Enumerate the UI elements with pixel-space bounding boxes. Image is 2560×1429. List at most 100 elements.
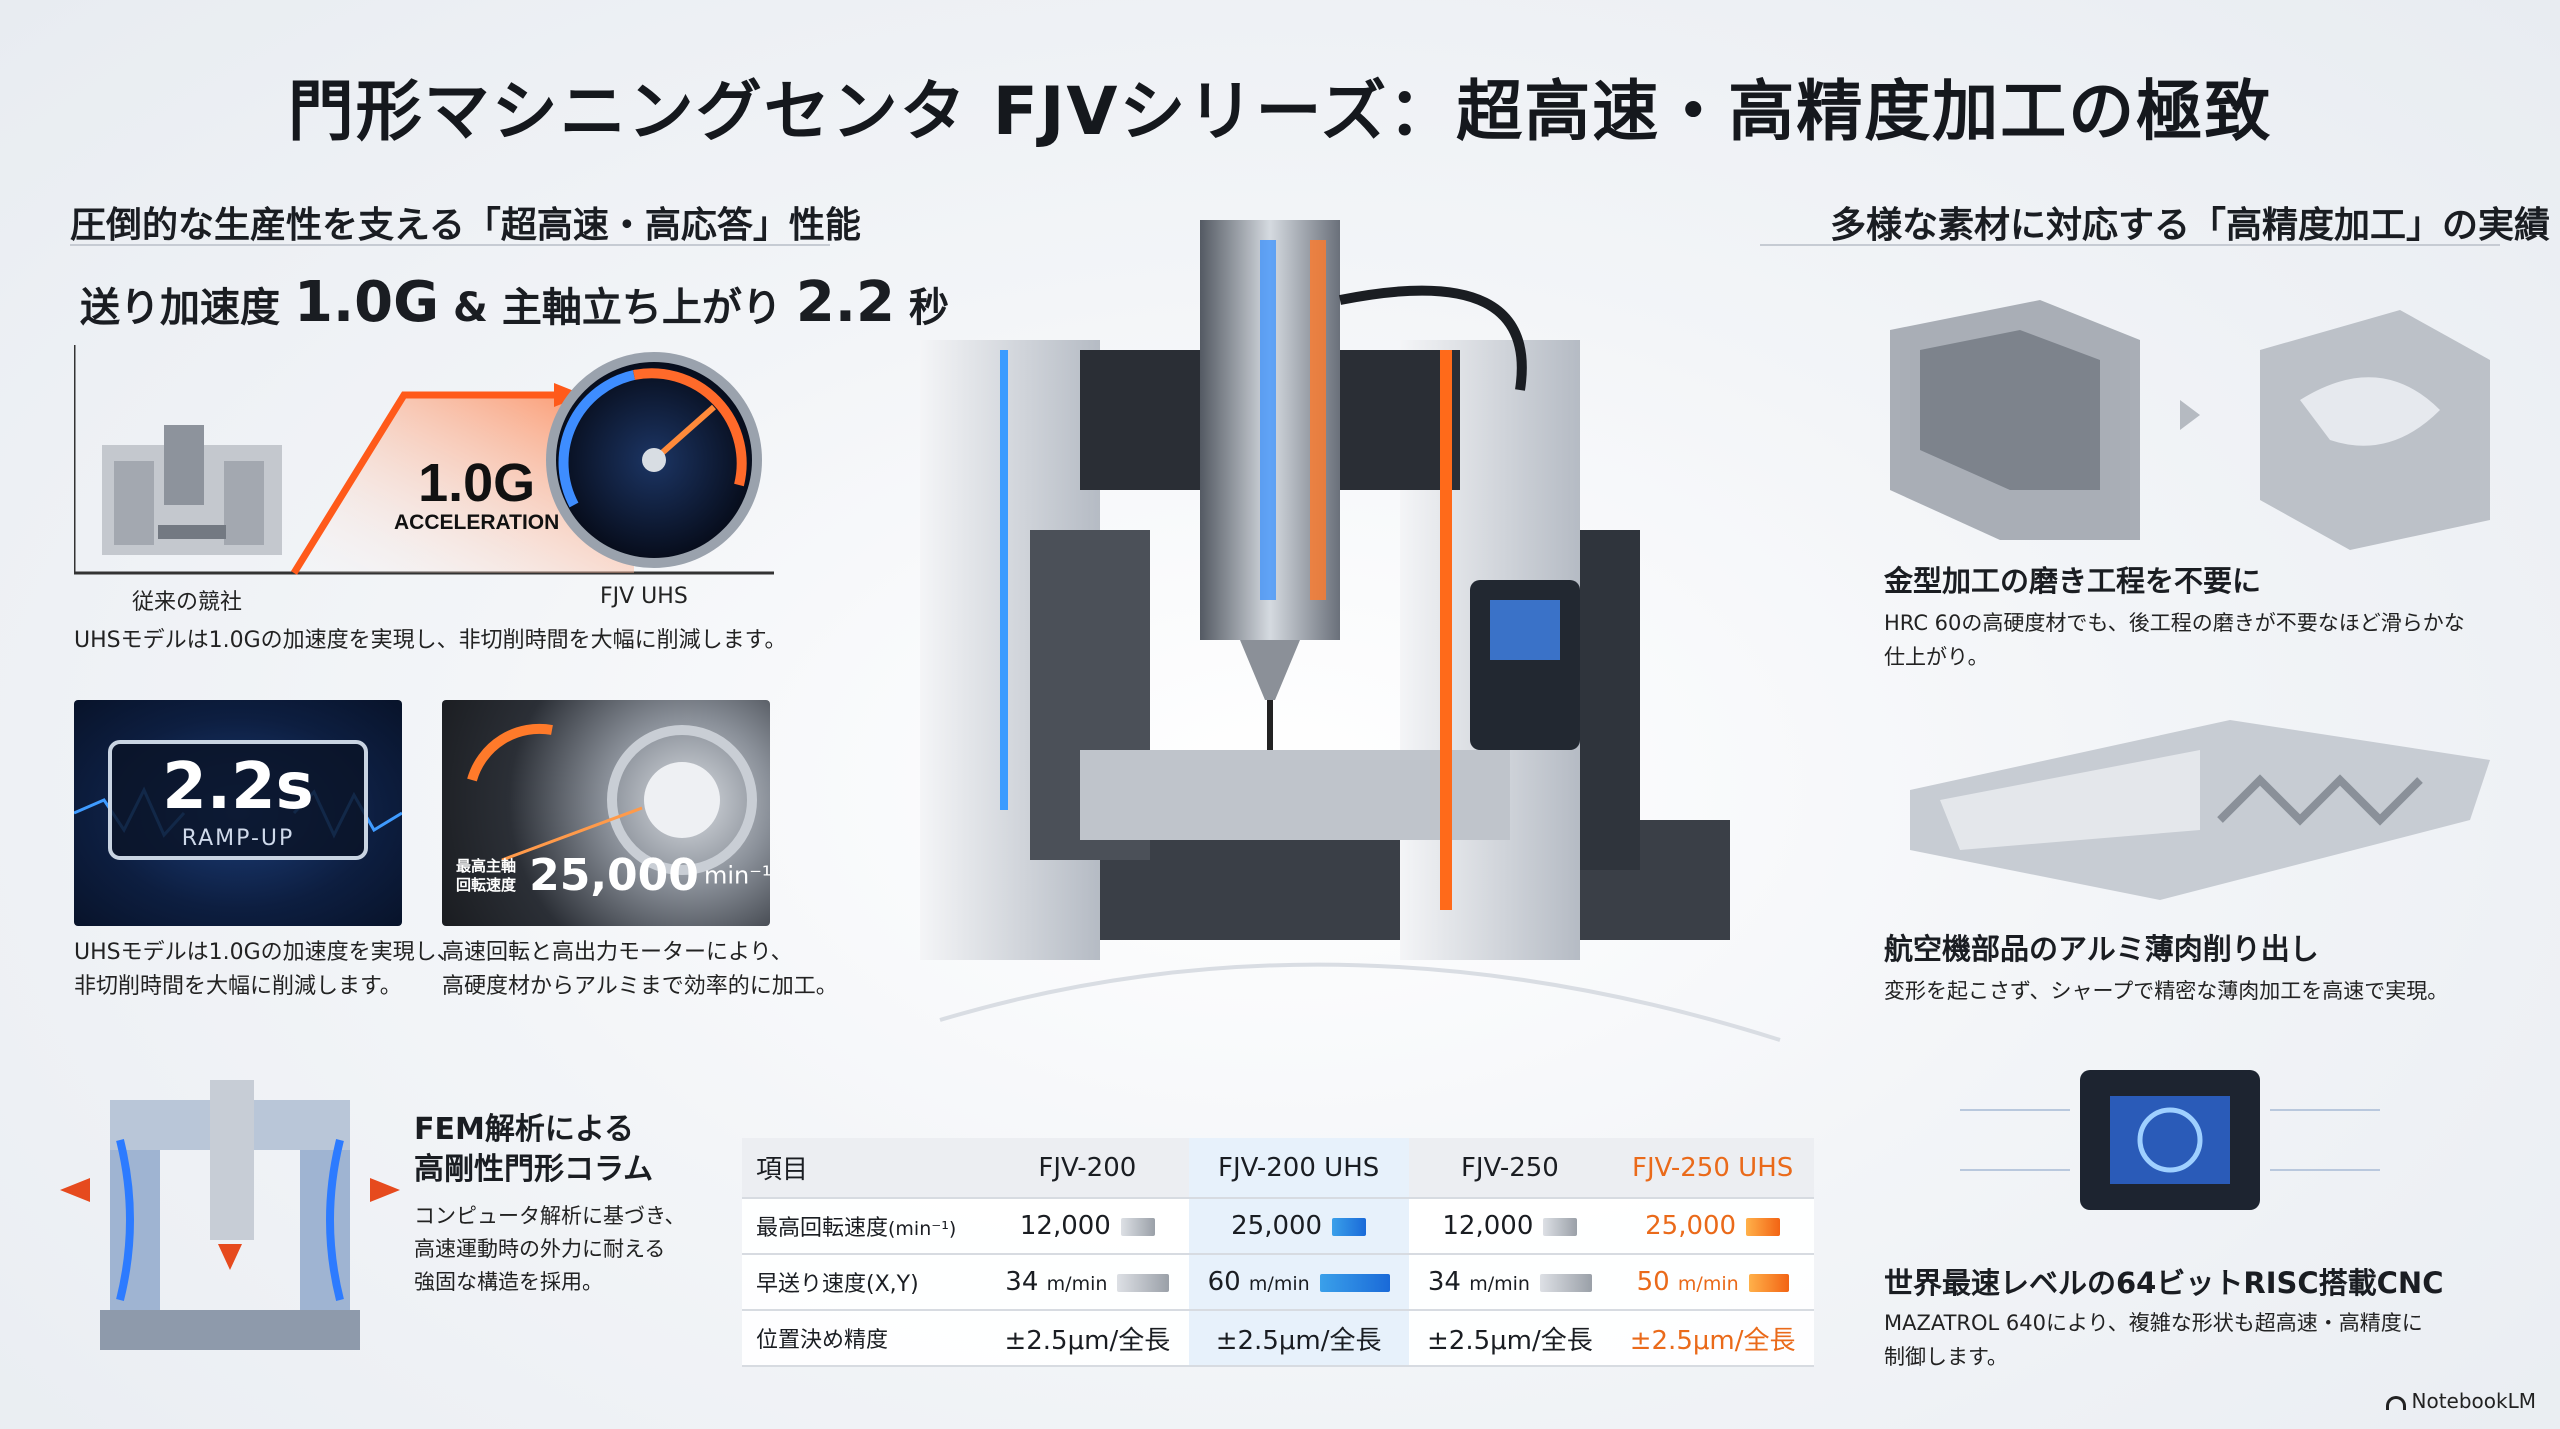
fem-description: コンピュータ解析に基づき、 高速運動時の外力に耐える 強固な構造を採用。 — [414, 1200, 686, 1299]
table-cell: 34 m/min — [1408, 1254, 1612, 1311]
fem-desc-line-3: 強固な構造を採用。 — [414, 1270, 603, 1294]
aero-title: 航空機部品のアルミ薄肉削り出し — [1884, 932, 2319, 966]
mold-desc-line-1: HRC 60の高硬度材でも、後工程の磨きが不要なほど滑らかな — [1884, 611, 2465, 635]
ramp-desc-line-2: 非切削時間を大幅に削減します。 — [74, 974, 402, 999]
table-item-cell: 位置決め精度 — [742, 1310, 986, 1367]
brain-chip-icon — [1960, 1070, 2380, 1210]
machine-tool-icon — [102, 425, 282, 555]
table-cell: ±2.5μm/全長 — [1408, 1310, 1612, 1367]
accel-description: UHSモデルは1.0Gの加速度を実現し、非切削時間を大幅に削減します。 — [74, 628, 787, 653]
table-header-cell: FJV-250 — [1408, 1138, 1612, 1199]
cell-value: 12,000 — [1019, 1211, 1111, 1241]
mold-description: HRC 60の高硬度材でも、後工程の磨きが不要なほど滑らかな 仕上がり。 — [1884, 606, 2465, 674]
ramp-up-panel: 2.2s RAMP-UP — [74, 700, 402, 926]
table-row: 最高回転速度(min⁻¹) 12,000 25,000 12,000 25,00… — [742, 1198, 1814, 1255]
mold-desc-line-2: 仕上がり。 — [1884, 645, 1989, 669]
logo-text: NotebookLM — [2411, 1389, 2537, 1413]
notebooklm-logo-icon — [2385, 1395, 2406, 1410]
table-row: 早送り速度(X,Y) 34 m/min 60 m/min 34 m/min 50… — [742, 1254, 1814, 1311]
mold-title: 金型加工の磨き工程を不要に — [1884, 564, 2262, 598]
table-cell: 12,000 — [1408, 1198, 1612, 1255]
speedometer-icon — [546, 352, 762, 568]
cell-unit: m/min — [1046, 1273, 1108, 1295]
feature-suffix: 秒 — [908, 285, 949, 331]
ramp-up-display: 2.2s RAMP-UP — [108, 740, 368, 860]
table-cell: ±2.5μm/全長 — [1611, 1310, 1814, 1367]
table-header-row: 項目 FJV-200 FJV-200 UHS FJV-250 FJV-250 U… — [742, 1138, 1814, 1199]
feature-mid: 主軸立ち上がり — [501, 285, 782, 331]
feature-prefix: 送り加速度 — [80, 285, 280, 331]
acceleration-chart — [72, 345, 774, 575]
ramp-desc-line-1: UHSモデルは1.0Gの加速度を実現し、 — [74, 940, 459, 965]
ramp-description: UHSモデルは1.0Gの加速度を実現し、 非切削時間を大幅に削減します。 — [74, 936, 459, 1004]
cnc-title: 世界最速レベルの64ビットRISC搭載CNC — [1884, 1266, 2444, 1300]
fem-title: FEM解析による 高剛性門形コラム — [414, 1110, 653, 1190]
spindle-desc-line-1: 高速回転と高出力モーターにより、 — [442, 940, 793, 965]
spindle-panel: 最高主軸 回転速度 25,000 min⁻¹ — [442, 700, 770, 926]
feature-accel-value: 1.0G — [293, 270, 440, 335]
value-bar — [1319, 1273, 1390, 1292]
aircraft-part-illustration — [1910, 720, 2490, 900]
value-bar — [1543, 1217, 1578, 1236]
left-heading-divider — [70, 244, 830, 246]
cnc-desc-line-2: 制御します。 — [1884, 1345, 2008, 1369]
rpm-readout: 最高主軸 回転速度 25,000 min⁻¹ — [456, 850, 770, 901]
ramp-label: RAMP-UP — [181, 826, 295, 851]
old-machine-label: 従来の競社 — [132, 590, 243, 615]
cell-value: 12,000 — [1442, 1211, 1534, 1241]
cnc-desc-line-1: MAZATROL 640により、複雑な形状も超高速・高精度に — [1884, 1311, 2423, 1335]
spindle-icon — [467, 723, 757, 875]
new-machine-label: FJV UHS — [600, 584, 688, 609]
rpm-unit: min⁻¹ — [704, 861, 770, 890]
fem-title-line-2: 高剛性門形コラム — [414, 1152, 654, 1187]
fem-desc-line-1: コンピュータ解析に基づき、 — [414, 1204, 686, 1228]
cell-unit: m/min — [1677, 1273, 1739, 1295]
right-heading-divider — [1760, 244, 2500, 246]
table-cell: 60 m/min — [1188, 1254, 1409, 1311]
feature-amp: & — [453, 285, 488, 331]
spec-table: 項目 FJV-200 FJV-200 UHS FJV-250 FJV-250 U… — [742, 1138, 1814, 1367]
value-bar — [1120, 1217, 1155, 1236]
rpm-caption-2: 回転速度 — [456, 875, 517, 894]
table-header-cell: FJV-200 UHS — [1188, 1138, 1409, 1199]
cell-value: 50 — [1636, 1267, 1670, 1297]
fem-title-line-1: FEM解析による — [414, 1112, 634, 1147]
cell-unit: m/min — [1248, 1273, 1310, 1295]
table-item-cell: 最高回転速度(min⁻¹) — [742, 1198, 986, 1255]
table-cell: 12,000 — [986, 1198, 1189, 1255]
feature-ramp-value: 2.2 — [795, 270, 896, 335]
page-title: 門形マシニングセンタ FJVシリーズ：超高速・高精度加工の極致 — [287, 73, 2273, 150]
value-bar — [1539, 1273, 1592, 1292]
cell-value: 25,000 — [1645, 1211, 1737, 1241]
feature-line: 送り加速度 1.0G & 主軸立ち上がり 2.2 秒 — [80, 270, 949, 335]
cell-value: 60 — [1207, 1267, 1241, 1297]
rpm-value: 25,000 — [529, 850, 699, 901]
table-item-cell: 早送り速度(X,Y) — [742, 1254, 986, 1311]
table-cell: 50 m/min — [1611, 1254, 1814, 1311]
cell-value: 34 — [1005, 1267, 1039, 1297]
value-bar — [1332, 1217, 1367, 1236]
table-cell: 25,000 — [1188, 1198, 1409, 1255]
gantry-machining-center-illustration — [920, 220, 1781, 1042]
left-heading: 圧倒的な生産性を支える「超高速・高応答」性能 — [70, 205, 861, 246]
table-row: 位置決め精度 ±2.5μm/全長 ±2.5μm/全長 ±2.5μm/全長 ±2.… — [742, 1310, 1814, 1367]
mold-workpiece-illustration — [1890, 300, 2490, 550]
table-header-cell: 項目 — [742, 1138, 986, 1199]
value-bar — [1117, 1273, 1170, 1292]
accel-label: ACCELERATION — [394, 511, 560, 534]
spindle-description: 高速回転と高出力モーターにより、 高硬度材からアルミまで効率的に加工。 — [442, 936, 838, 1004]
accel-value: 1.0G — [418, 453, 536, 513]
table-header-cell: FJV-250 UHS — [1611, 1138, 1814, 1199]
acceleration-graphic: 1.0G ACCELERATION — [72, 345, 774, 575]
fem-desc-line-2: 高速運動時の外力に耐える — [414, 1237, 666, 1261]
item-label: 最高回転速度 — [756, 1216, 889, 1241]
notebooklm-logo: NotebookLM — [2385, 1389, 2537, 1413]
cnc-description: MAZATROL 640により、複雑な形状も超高速・高精度に 制御します。 — [1884, 1306, 2423, 1374]
value-bar — [1748, 1273, 1789, 1292]
right-heading: 多様な素材に対応する「高精度加工」の実績 — [1830, 205, 2551, 246]
cell-value: 34 — [1427, 1267, 1461, 1297]
aero-description: 変形を起こさず、シャープで精密な薄肉加工を高速で実現。 — [1884, 979, 2449, 1003]
fem-structure-illustration — [60, 1080, 400, 1350]
value-bar — [1746, 1217, 1781, 1236]
table-cell: ±2.5μm/全長 — [1188, 1310, 1409, 1367]
